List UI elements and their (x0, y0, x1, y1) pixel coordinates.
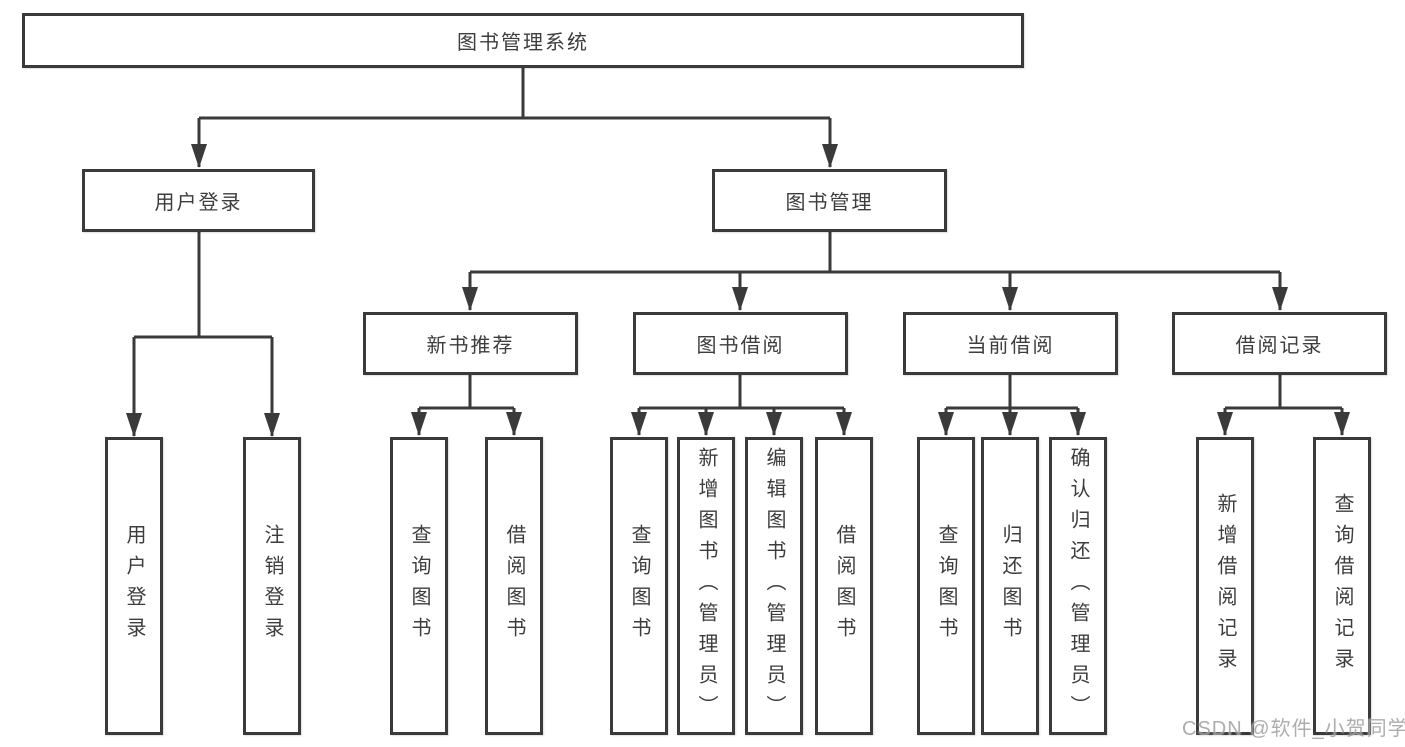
node-new-book-recommend: 新书推荐 (363, 312, 578, 375)
node-book-borrowing: 图书借阅 (633, 312, 848, 375)
node-borrow-books-2: 借阅图书 (815, 437, 873, 735)
node-user-login-leaf-label: 用户登录 (123, 524, 145, 648)
node-logout-leaf: 注销登录 (243, 437, 301, 735)
node-query-books-2-label: 查询图书 (628, 524, 650, 648)
node-borrow-books-1-label: 借阅图书 (503, 524, 525, 648)
node-confirm-return-admin-label: 确认归还（管理员） (1067, 446, 1089, 726)
node-query-borrow-record-label: 查询借阅记录 (1331, 493, 1353, 679)
node-borrow-books-1: 借阅图书 (485, 437, 543, 735)
node-edit-book-admin-label: 编辑图书（管理员） (763, 446, 785, 726)
node-query-books-3-label: 查询图书 (935, 524, 957, 648)
node-query-books-1: 查询图书 (390, 437, 448, 735)
node-query-books-1-label: 查询图书 (408, 524, 430, 648)
csdn-watermark: CSDN @软件_小贺同学 (1182, 718, 1405, 740)
node-current-borrowing: 当前借阅 (903, 312, 1118, 375)
node-edit-book-admin: 编辑图书（管理员） (745, 437, 803, 735)
node-user-login-leaf: 用户登录 (105, 437, 163, 735)
node-logout-leaf-label: 注销登录 (261, 524, 283, 648)
node-borrow-records: 借阅记录 (1172, 312, 1387, 375)
node-add-borrow-record: 新增借阅记录 (1196, 437, 1254, 735)
node-root: 图书管理系统 (22, 13, 1024, 68)
node-return-book: 归还图书 (981, 437, 1039, 735)
node-add-book-admin: 新增图书（管理员） (677, 437, 735, 735)
node-query-books-3: 查询图书 (917, 437, 975, 735)
node-query-borrow-record: 查询借阅记录 (1313, 437, 1371, 735)
node-user-login: 用户登录 (82, 169, 315, 232)
node-borrow-books-2-label: 借阅图书 (833, 524, 855, 648)
node-return-book-label: 归还图书 (999, 524, 1021, 648)
node-add-book-admin-label: 新增图书（管理员） (695, 446, 717, 726)
node-confirm-return-admin: 确认归还（管理员） (1049, 437, 1107, 735)
node-add-borrow-record-label: 新增借阅记录 (1214, 493, 1236, 679)
node-query-books-2: 查询图书 (610, 437, 668, 735)
node-book-management: 图书管理 (712, 169, 947, 232)
